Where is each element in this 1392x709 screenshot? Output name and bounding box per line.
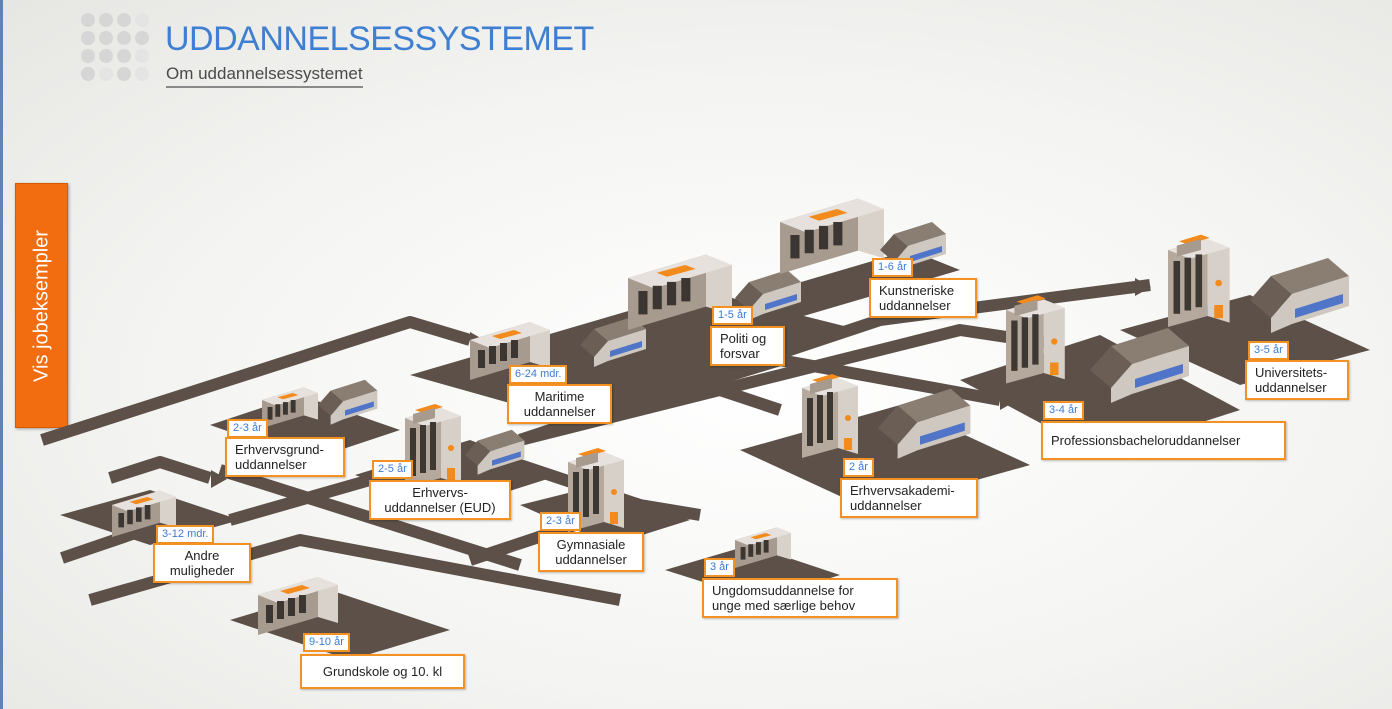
grundskole-label[interactable]: Grundskole og 10. kl bbox=[300, 654, 465, 689]
kunst-label-line2: uddannelser bbox=[879, 298, 951, 313]
logo-icon bbox=[81, 13, 149, 81]
gym-label-line1: Gymnasiale bbox=[556, 537, 626, 552]
kunst-duration: 1-6 år bbox=[872, 258, 913, 277]
kunst-label-line1: Kunstneriske bbox=[879, 283, 955, 298]
egu-label-line2: uddannelser bbox=[235, 457, 307, 472]
egu-label-line1: Erhvervsgrund- bbox=[235, 442, 324, 457]
andre-label[interactable]: Andre muligheder bbox=[153, 543, 251, 583]
kunst-label[interactable]: Kunstneriske uddannelser bbox=[869, 278, 977, 318]
left-border bbox=[0, 0, 3, 709]
building-eud bbox=[405, 404, 461, 488]
about-link[interactable]: Om uddannelsessystemet bbox=[166, 64, 363, 88]
building-professions bbox=[1006, 295, 1065, 384]
professions-duration: 3-4 år bbox=[1043, 401, 1084, 420]
stu-duration: 3 år bbox=[704, 558, 735, 577]
building-universitet bbox=[1168, 234, 1230, 327]
andre-label-line1: Andre bbox=[184, 548, 220, 563]
politi-duration: 1-5 år bbox=[712, 306, 753, 325]
maritime-label-line2: uddannelser bbox=[523, 404, 596, 419]
politi-label-line2: forsvar bbox=[720, 346, 760, 361]
professions-label[interactable]: Professionsbacheloruddannelser bbox=[1041, 421, 1286, 460]
andre-duration: 3-12 mdr. bbox=[156, 525, 215, 544]
erhvervsakademi-duration: 2 år bbox=[843, 458, 874, 477]
eud-label[interactable]: Erhvervs- uddannelser (EUD) bbox=[369, 480, 511, 520]
egu-duration: 2-3 år bbox=[227, 419, 268, 438]
stu-label[interactable]: Ungdomsuddannelse for unge med særlige b… bbox=[702, 578, 898, 618]
universitet-label[interactable]: Universitets- uddannelser bbox=[1245, 360, 1349, 400]
egu-label[interactable]: Erhvervsgrund- uddannelser bbox=[225, 437, 345, 477]
politi-label[interactable]: Politi og forsvar bbox=[710, 326, 785, 366]
erhvervsakademi-label-line1: Erhvervsakademi- bbox=[850, 483, 955, 498]
universitet-label-line1: Universitets- bbox=[1255, 365, 1328, 380]
stu-label-line1: Ungdomsuddannelse for bbox=[712, 583, 854, 598]
maritime-label[interactable]: Maritime uddannelser bbox=[507, 384, 612, 424]
maritime-label-line1: Maritime bbox=[534, 389, 585, 404]
gym-duration: 2-3 år bbox=[540, 512, 581, 531]
erhvervsakademi-label[interactable]: Erhvervsakademi- uddannelser bbox=[840, 478, 978, 518]
andre-label-line2: muligheder bbox=[169, 563, 235, 578]
eud-label-line1: Erhvervs- bbox=[412, 485, 468, 500]
stu-label-line2: unge med særlige behov bbox=[712, 598, 856, 613]
politi-label-line1: Politi og bbox=[720, 331, 767, 346]
gym-label[interactable]: Gymnasiale uddannelser bbox=[538, 532, 644, 572]
maritime-duration: 6-24 mdr. bbox=[509, 365, 568, 384]
eud-label-line2: uddannelser (EUD) bbox=[384, 500, 496, 515]
gym-label-line2: uddannelser bbox=[555, 552, 627, 567]
grundskole-duration: 9-10 år bbox=[303, 633, 350, 652]
building-erhvervsakademi bbox=[802, 374, 858, 458]
page-title: UDDANNELSESSYSTEMET bbox=[165, 20, 594, 58]
erhvervsakademi-label-line2: uddannelser bbox=[850, 498, 922, 513]
job-examples-tab[interactable]: Vis jobeksempler bbox=[15, 183, 68, 428]
universitet-label-line2: uddannelser bbox=[1255, 380, 1327, 395]
eud-duration: 2-5 år bbox=[372, 460, 413, 479]
universitet-duration: 3-5 år bbox=[1248, 341, 1289, 360]
